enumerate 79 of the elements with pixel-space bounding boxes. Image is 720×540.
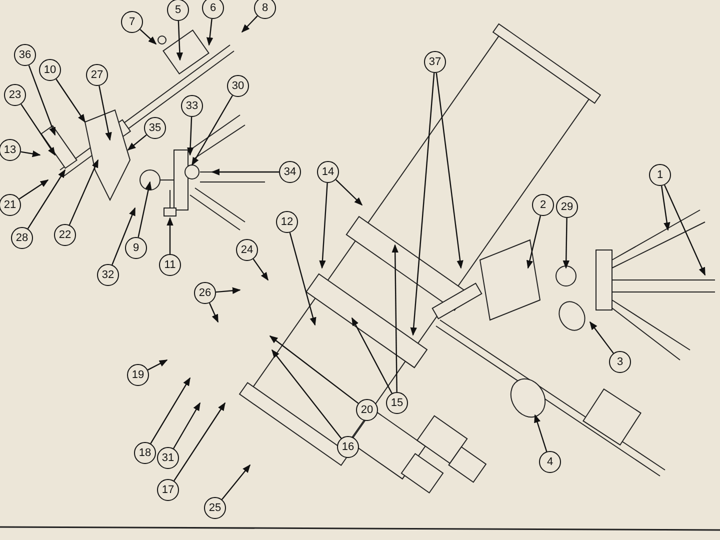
leader-line: [664, 184, 706, 276]
leader-line: [148, 359, 168, 370]
callout-number: 25: [204, 497, 226, 519]
leader-line: [661, 186, 670, 231]
leader-line: [319, 182, 328, 269]
callout-number: 11: [159, 254, 181, 276]
callout-number: 17: [157, 479, 179, 501]
leader-line: [252, 258, 268, 281]
leader-line: [140, 29, 157, 45]
callout-number: 36: [14, 44, 36, 66]
leader-line: [176, 20, 184, 61]
callout-number: 22: [54, 224, 76, 246]
leader-line: [289, 232, 316, 326]
callout-number: 5: [167, 0, 189, 21]
leader-line: [20, 104, 56, 156]
callout-number: 13: [0, 139, 21, 161]
callout-number: 21: [0, 194, 21, 216]
callout-number: 20: [356, 399, 378, 421]
leader-line: [206, 18, 214, 46]
callout-number: 12: [276, 211, 298, 233]
callout-number: 35: [144, 117, 166, 139]
leader-line: [98, 86, 112, 141]
callout-number: 1: [649, 164, 671, 186]
leader-line: [28, 65, 56, 136]
callout-number: 15: [386, 392, 408, 414]
leader-line: [127, 134, 147, 151]
leader-line: [27, 169, 66, 230]
callout-number: 26: [194, 282, 216, 304]
callout-number: 30: [227, 75, 249, 97]
leader-line: [216, 287, 241, 294]
callout-number: 6: [202, 0, 224, 19]
leader-line: [221, 464, 251, 500]
callout-number: 34: [279, 161, 301, 183]
callout-number: 3: [609, 351, 631, 373]
callout-number: 29: [556, 196, 578, 218]
leader-line: [20, 150, 41, 158]
leader-line: [335, 179, 363, 206]
callout-number: 28: [11, 227, 33, 249]
leader-line: [241, 16, 258, 33]
leader-line: [166, 217, 174, 254]
callout-number: 10: [39, 59, 61, 81]
callout-number: 9: [125, 237, 147, 259]
leader-line: [208, 302, 219, 323]
leader-line: [269, 336, 359, 404]
leader-line: [562, 218, 570, 269]
leader-line: [174, 402, 226, 482]
callout-number: 16: [337, 436, 359, 458]
leader-line: [392, 244, 398, 392]
leader-line: [526, 216, 542, 269]
leader-line: [138, 181, 152, 238]
leader-line: [191, 95, 233, 166]
callout-number: 2: [532, 194, 554, 216]
leader-line: [112, 207, 136, 266]
callout-number: 7: [121, 11, 143, 33]
leader-line: [436, 72, 464, 269]
leader-line: [18, 180, 49, 200]
leader-line: [68, 159, 99, 226]
leader-line: [211, 168, 279, 176]
leader-line: [410, 72, 435, 336]
leader-line: [590, 321, 614, 354]
callout-number: 14: [317, 161, 339, 183]
callout-number: 33: [181, 95, 203, 117]
leader-line: [534, 414, 548, 452]
leader-line: [351, 317, 392, 394]
callout-number: 27: [86, 64, 108, 86]
callout-number: 23: [4, 84, 26, 106]
leader-line: [56, 78, 86, 123]
leader-line: [150, 377, 191, 444]
callout-number: 8: [254, 0, 276, 19]
callout-number: 31: [157, 447, 179, 469]
callout-number: 19: [127, 364, 149, 386]
callout-number: 24: [236, 239, 258, 261]
callout-number: 37: [424, 51, 446, 73]
callout-number: 32: [97, 264, 119, 286]
leader-line: [173, 402, 201, 449]
callout-number: 18: [134, 442, 156, 464]
leader-line: [271, 349, 342, 439]
leader-line: [186, 116, 194, 156]
callout-number: 4: [539, 451, 561, 473]
